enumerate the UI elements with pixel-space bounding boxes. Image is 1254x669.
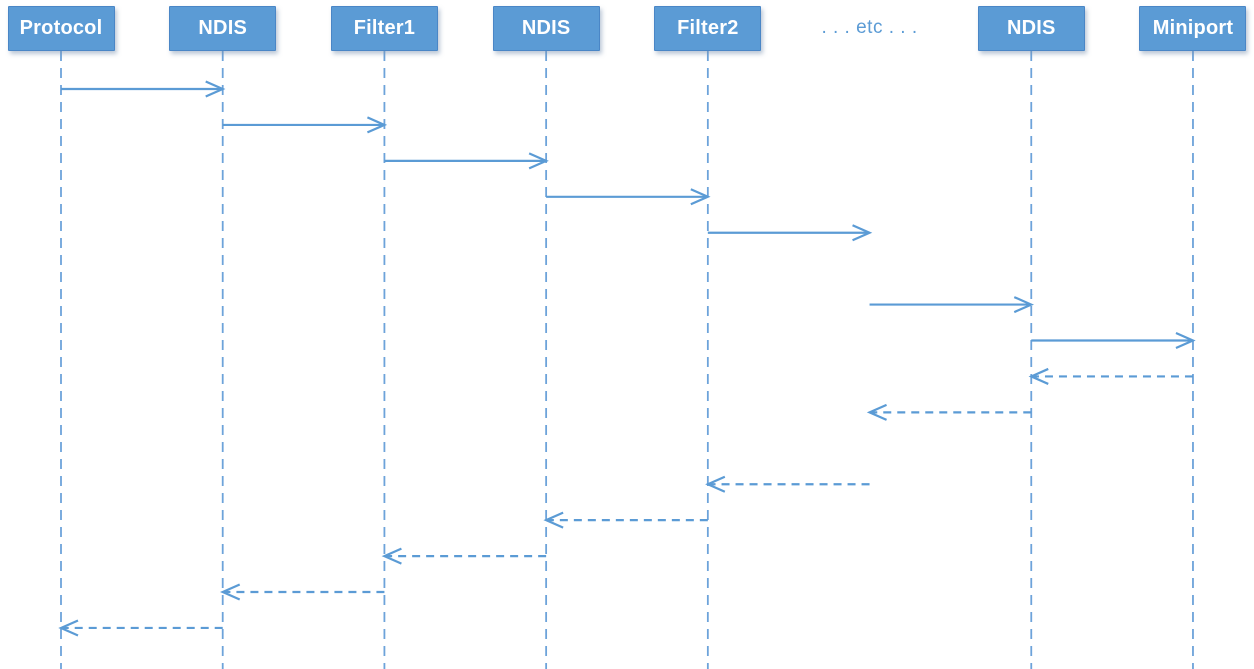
message-arrowhead-11: [543, 511, 564, 529]
message-arrowhead-7: [1175, 332, 1196, 350]
message-arrowhead-12: [381, 547, 402, 565]
message-arrowhead-10: [705, 475, 726, 493]
actor-box-protocol: Protocol: [7, 6, 115, 51]
actor-box-ndis-3: NDIS: [977, 6, 1085, 51]
actor-box-ndis-2: NDIS: [492, 6, 600, 51]
message-arrowhead-4: [690, 188, 711, 206]
actor-box-filter1: Filter1: [330, 6, 438, 51]
message-arrowhead-9: [866, 403, 887, 421]
actor-ellipsis-etc: . . . etc . . .: [821, 17, 918, 38]
actor-box-ndis-1: NDIS: [169, 6, 277, 51]
message-arrowhead-8: [1028, 367, 1049, 385]
message-arrowhead-2: [366, 116, 388, 134]
message-arrowhead-14: [58, 619, 79, 637]
message-arrowhead-6: [1013, 296, 1034, 314]
actor-box-filter2: Filter2: [654, 6, 762, 51]
message-arrowhead-5: [852, 224, 873, 242]
message-arrowhead-3: [528, 152, 549, 170]
message-arrowhead-1: [205, 80, 226, 98]
actor-box-miniport: Miniport: [1139, 6, 1247, 51]
message-arrowhead-13: [219, 583, 241, 601]
